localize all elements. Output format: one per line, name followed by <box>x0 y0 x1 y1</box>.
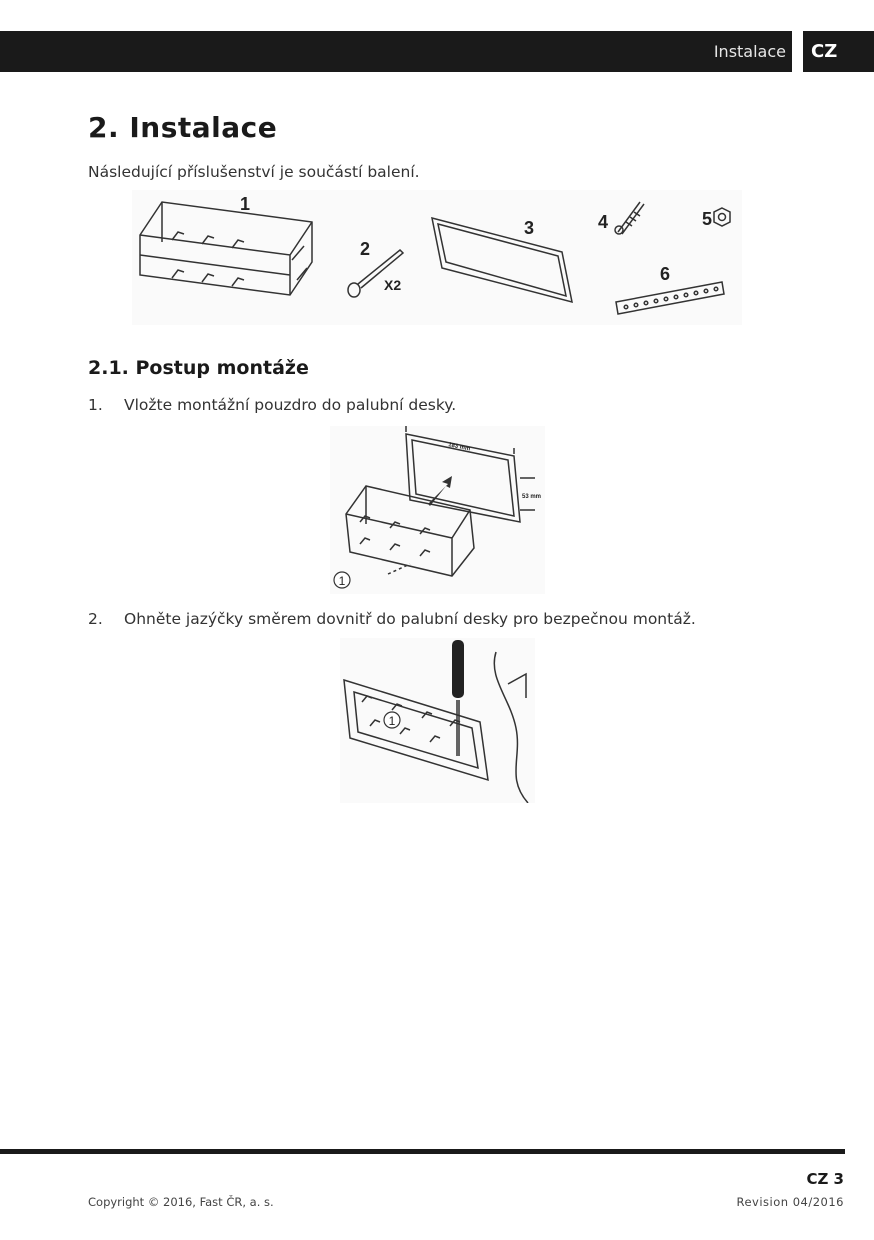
subsection-title: 2.1. Postup montáže <box>88 357 309 379</box>
footer-rule <box>0 1149 845 1154</box>
page-number: CZ 3 <box>806 1170 844 1188</box>
mounting-sleeve-drawing <box>139 201 313 296</box>
trim-frame-drawing <box>431 216 573 304</box>
copyright-text: Copyright © 2016, Fast ČR, a. s. <box>88 1195 274 1209</box>
screw-drawing <box>614 201 645 235</box>
label-6: 6 <box>660 264 670 284</box>
step-2-text: Ohněte jazýčky směrem dovnitř do palubní… <box>124 610 696 628</box>
release-key-drawing <box>347 248 405 298</box>
bend-tabs-figure: 1 <box>340 638 535 803</box>
header-language: CZ <box>811 41 838 62</box>
step-2: 2. Ohněte jazýčky směrem dovnitř do palu… <box>88 610 808 632</box>
step-1-number: 1. <box>88 396 103 414</box>
label-1: 1 <box>240 194 250 214</box>
label-3: 3 <box>524 218 534 238</box>
label-quantity: X2 <box>384 277 401 293</box>
mounting-strap-drawing <box>615 281 725 315</box>
insert-sleeve-figure: 1 183 mm 53 mm <box>330 426 545 594</box>
nut-drawing <box>713 207 731 227</box>
fig2-dim-height: 53 mm <box>522 494 541 500</box>
header-bar: Instalace CZ <box>0 31 874 72</box>
label-2: 2 <box>360 239 370 259</box>
intro-text: Následující příslušenství je součástí ba… <box>88 163 420 181</box>
fig3-callout: 1 <box>389 714 396 728</box>
label-4: 4 <box>598 212 608 232</box>
revision-text: Revision 04/2016 <box>736 1195 844 1209</box>
bend-tabs-drawing: 1 <box>343 640 529 803</box>
accessories-figure: 1 2 X2 3 4 5 <box>132 190 742 325</box>
label-5: 5 <box>702 209 712 229</box>
header-section-title: Instalace <box>713 42 786 61</box>
fig2-dim-width: 183 mm <box>448 442 471 453</box>
step-2-number: 2. <box>88 610 103 628</box>
accessories-drawing: 1 2 X2 3 4 5 <box>139 194 731 315</box>
fig2-callout: 1 <box>339 574 346 588</box>
step-1-text: Vložte montážní pouzdro do palubní desky… <box>124 396 457 414</box>
insert-sleeve-drawing: 1 183 mm 53 mm <box>333 426 541 589</box>
header-separator <box>792 31 803 72</box>
page-title: 2. Instalace <box>88 111 278 144</box>
step-1: 1. Vložte montážní pouzdro do palubní de… <box>88 396 788 418</box>
